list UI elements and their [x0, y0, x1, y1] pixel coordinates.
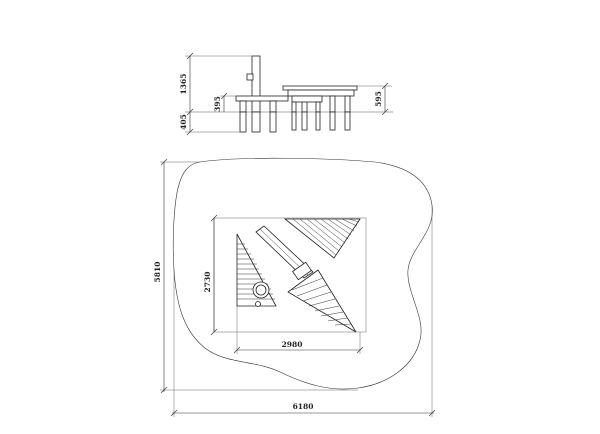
- bench-seat: [235, 95, 289, 102]
- post-inner-circle: [255, 284, 267, 296]
- left-bench-slats: [237, 243, 275, 300]
- dim-total-height: 1365: [179, 74, 188, 95]
- back-post: [251, 55, 261, 113]
- foundation-5: [301, 111, 308, 131]
- front-bench: [291, 95, 323, 103]
- foundation-4: [291, 111, 297, 131]
- upper-table-slats: [292, 218, 360, 256]
- dim-overall-depth: 5810: [153, 262, 162, 283]
- lower-bench: [287, 269, 357, 333]
- front-bench-leg: [291, 101, 297, 113]
- safety-zone-outline: [172, 157, 433, 390]
- foundation-6: [315, 111, 321, 131]
- lower-bench-slats: [291, 277, 352, 326]
- foundation-1: [239, 111, 247, 133]
- upper-table: [283, 218, 361, 259]
- table-frame: [287, 89, 355, 97]
- foundation-7: [329, 111, 336, 131]
- dim-set-width: 2980: [282, 340, 303, 349]
- table-top: [282, 85, 358, 91]
- bench-leg-left: [239, 100, 247, 113]
- center-seat: [292, 261, 312, 281]
- post-base: [255, 301, 261, 307]
- table-leg-3: [344, 95, 351, 113]
- front-bench-leg-2: [315, 101, 321, 113]
- bench-leg-right: [269, 100, 277, 113]
- dim-foundation-depth: 405: [179, 114, 188, 130]
- dim-set-depth: 2730: [203, 272, 212, 293]
- foundation-2: [251, 111, 261, 133]
- plan-view: 2730 2980 5810 6180: [153, 157, 436, 417]
- foundation-3: [269, 111, 277, 133]
- dim-table-height: 595: [374, 91, 383, 107]
- dim-overall-width: 6180: [293, 402, 314, 411]
- table-leg-2: [329, 95, 336, 113]
- post-bracket: [246, 73, 254, 81]
- foundation-8: [344, 111, 351, 131]
- dim-bench-height: 395: [213, 96, 222, 112]
- side-elevation: 1365 395 405 595: [179, 52, 393, 136]
